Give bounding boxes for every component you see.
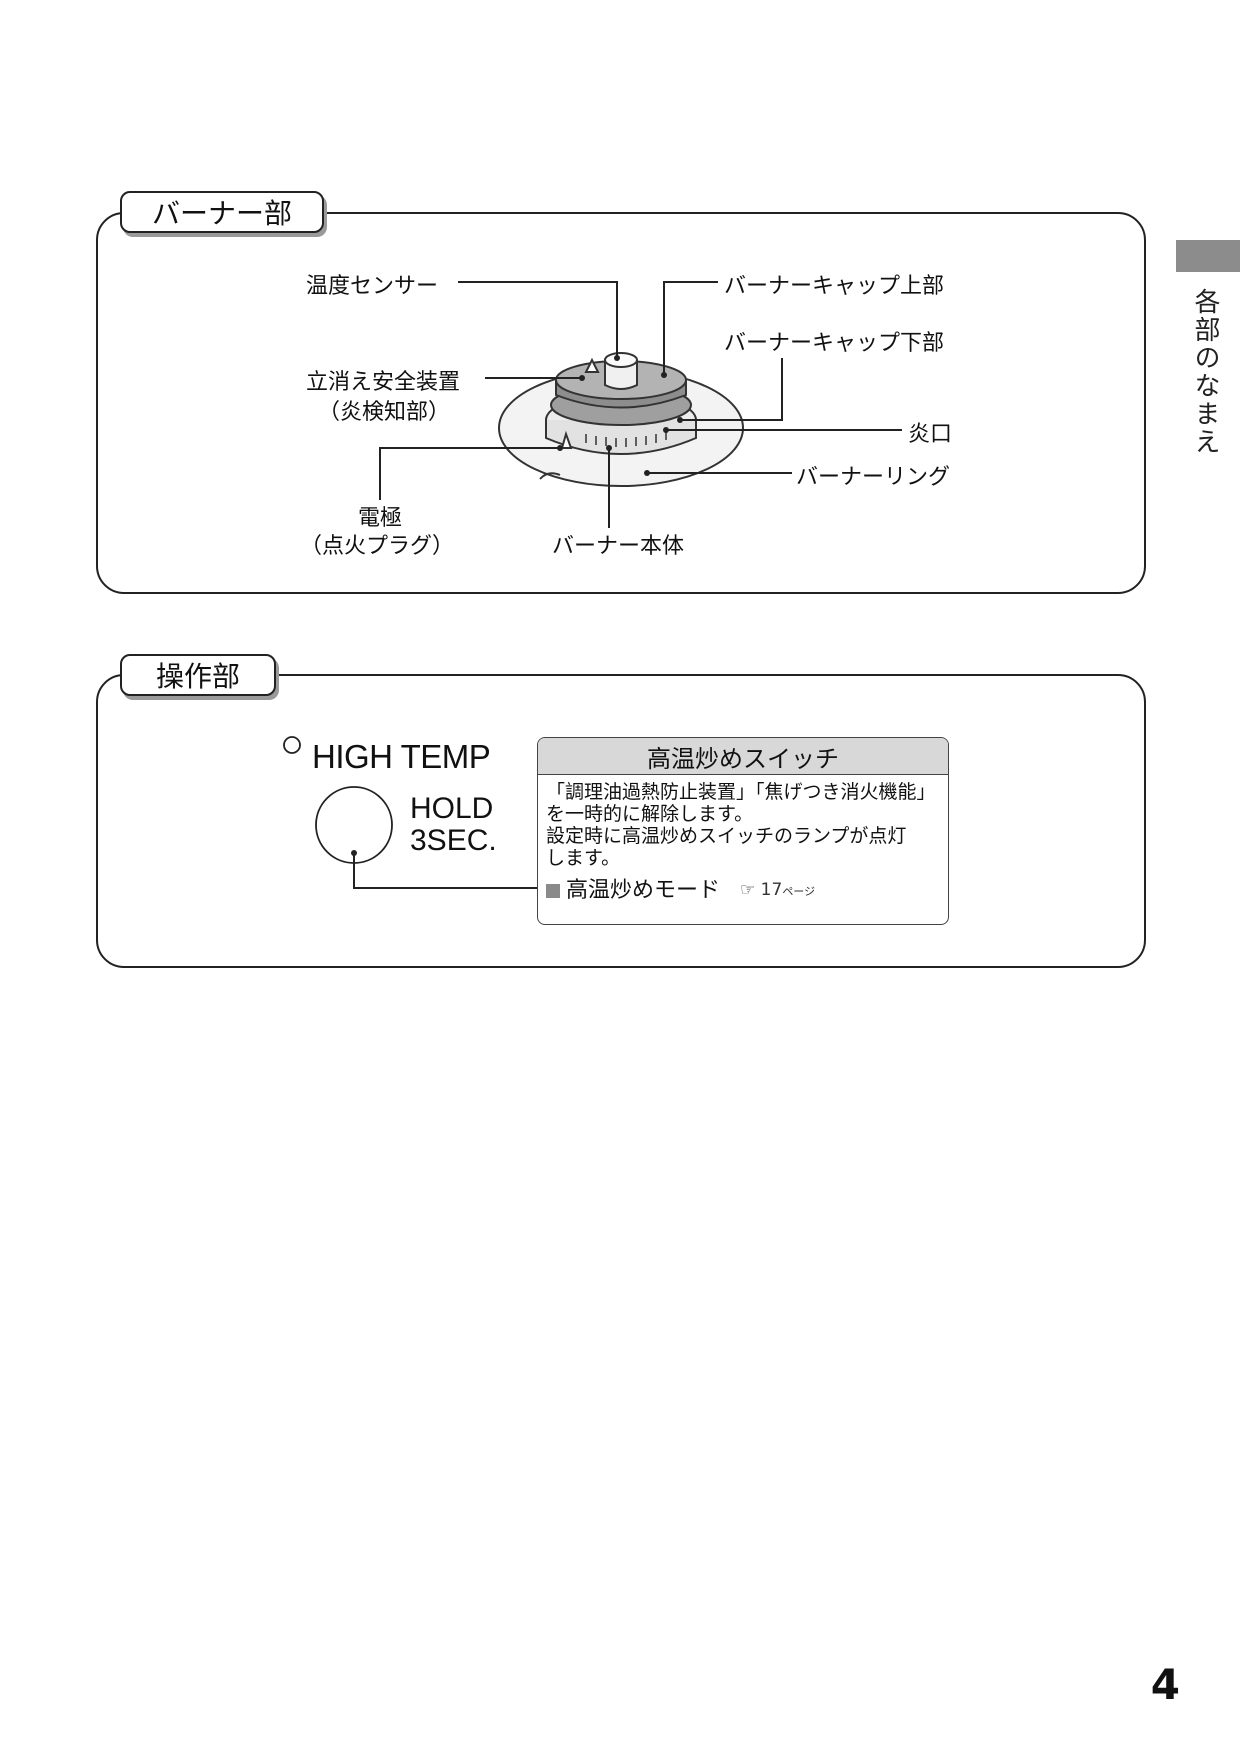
temp-sensor-top (604, 352, 638, 368)
page-reference[interactable]: ☞ 17ページ (740, 879, 815, 903)
section-tab-marker (1176, 240, 1240, 272)
label-cap-upper: バーナーキャップ上部 (724, 274, 945, 299)
burner-section-title: バーナー部 (120, 191, 324, 233)
info-text-line-4: します。 (546, 847, 621, 869)
hold-line-1: HOLD (410, 792, 494, 825)
hold-line-2: 3SEC. (410, 824, 497, 857)
info-text-line-3: 設定時に高温炒めスイッチのランプが点灯 (546, 825, 907, 847)
reference-page-number: 17 (760, 880, 783, 900)
label-temp-sensor: 温度センサー (306, 274, 439, 299)
reference-hand-icon: ☞ (740, 880, 756, 900)
reference-page-unit: ページ (782, 885, 816, 898)
label-safety-device: 立消え安全装置 (306, 370, 461, 395)
page-number: 4 (1150, 1660, 1180, 1709)
control-diagram (283, 736, 537, 889)
high-temp-info-box: 高温炒めスイッチ 「調理油過熱防止装置」「焦げつき消火機能」 を一時的に解除しま… (537, 737, 949, 925)
info-text-line-1: 「調理油過熱防止装置」「焦げつき消火機能」 (546, 781, 936, 803)
info-box-title: 高温炒めスイッチ (538, 738, 948, 775)
label-cap-lower: バーナーキャップ下部 (724, 331, 945, 356)
mode-reference: 高温炒めモード ☞ 17ページ (546, 879, 940, 903)
high-temp-label: HIGH TEMP (312, 738, 491, 775)
label-electrode-sub: （点火プラグ） (300, 534, 455, 559)
section-tab-label: 各部のなまえ (1190, 288, 1220, 456)
info-text-line-2: を一時的に解除します。 (546, 803, 754, 825)
bullet-square-icon (546, 884, 560, 898)
label-burner-body: バーナー本体 (552, 534, 685, 559)
label-burner-ring: バーナーリング (796, 465, 951, 490)
info-box-body: 「調理油過熱防止装置」「焦げつき消火機能」 を一時的に解除します。 設定時に高温… (538, 775, 948, 909)
control-section-title: 操作部 (120, 654, 276, 696)
hold-instruction: HOLD 3SEC. (410, 793, 497, 857)
indicator-lamp-icon (283, 736, 301, 754)
mode-label: 高温炒めモード (566, 878, 721, 903)
label-flame-port: 炎口 (908, 422, 953, 447)
label-safety-device-sub: （炎検知部） (318, 400, 451, 425)
label-electrode: 電極 (357, 506, 402, 531)
burner-diagram (379, 281, 902, 528)
